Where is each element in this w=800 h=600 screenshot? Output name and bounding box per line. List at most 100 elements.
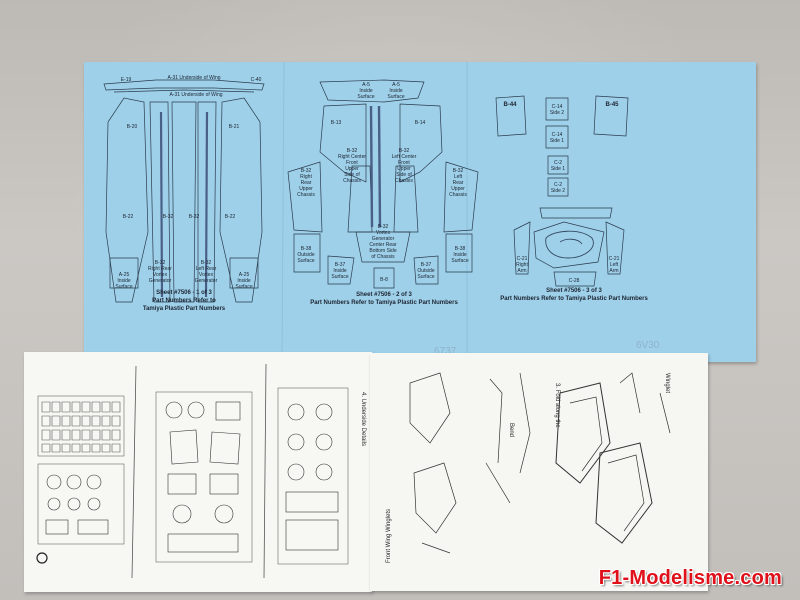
svg-text:Inside: Inside: [333, 268, 347, 274]
label-right-rear-upper: B-32 Right Rear Upper Chassis: [297, 168, 315, 198]
svg-text:Center Rear: Center Rear: [369, 242, 397, 248]
panel-1-outlines: [103, 79, 265, 303]
svg-text:B-32: B-32: [399, 148, 410, 154]
label-b45: B-45: [605, 102, 619, 108]
svg-text:B-32: B-32: [301, 168, 312, 174]
svg-text:Outside: Outside: [417, 268, 434, 274]
svg-text:Upper: Upper: [345, 166, 359, 172]
label-b32-right: B-32: [189, 214, 200, 220]
panel-1-stripe-right: [204, 111, 209, 298]
svg-text:B-32: B-32: [378, 224, 389, 230]
svg-text:Vortex: Vortex: [153, 272, 168, 278]
svg-text:B-37: B-37: [335, 262, 346, 268]
svg-text:Side 1: Side 1: [551, 166, 565, 172]
label-a5-right: A-5 Inside Surface: [387, 82, 404, 100]
svg-text:Inside: Inside: [237, 278, 251, 284]
label-c21-right-arm: C-21 Right Arm: [516, 256, 528, 274]
label-c2-side1: C-2 Side 1: [551, 160, 565, 172]
instruction-sheet: Front Wing Winglets Bend 3. Fold along t…: [370, 353, 708, 591]
instruction-caption-fold: 3. Fold along the: [554, 383, 560, 428]
label-left-center-front: B-32 Left Center Front Upper Side of Cha…: [392, 148, 417, 184]
svg-text:Part Numbers Refer to Tamiya P: Part Numbers Refer to Tamiya Plastic Par…: [500, 296, 648, 302]
label-c40: C-40: [251, 77, 262, 83]
label-a5-left: A-5 Inside Surface: [357, 82, 374, 100]
label-b37-left: B-37 Inside Surface: [331, 262, 348, 280]
label-c14-side1: C-14 Side 1: [550, 132, 564, 144]
svg-text:B-38: B-38: [455, 246, 466, 252]
svg-text:C-2: C-2: [554, 182, 562, 188]
svg-text:Chassis: Chassis: [449, 192, 467, 198]
svg-text:A-5: A-5: [362, 82, 370, 88]
svg-text:Upper: Upper: [397, 166, 411, 172]
svg-text:C-21: C-21: [517, 256, 528, 262]
label-b44: B-44: [503, 102, 517, 108]
svg-text:Side 1: Side 1: [550, 138, 564, 144]
panel-2-outlines: [287, 79, 479, 289]
label-c28: C-28: [569, 278, 580, 284]
panel-3-outlines: [495, 95, 629, 287]
svg-text:Right Center: Right Center: [338, 154, 366, 160]
svg-text:Upper: Upper: [299, 186, 313, 192]
svg-text:Vortex: Vortex: [199, 272, 214, 278]
svg-text:Surface: Surface: [357, 94, 374, 100]
svg-text:Arm: Arm: [609, 268, 618, 274]
pencil-mark-right: 6V30: [636, 340, 660, 351]
svg-text:Surface: Surface: [331, 274, 348, 280]
blue-sheet-drawing: E-19 A-31 Underside of Wing A-31 Undersi…: [103, 61, 660, 363]
sheet-3-footer: Sheet #7506 - 3 of 3 Part Numbers Refer …: [500, 288, 648, 302]
label-a25-right: A-25 Inside Surface: [235, 272, 252, 290]
svg-text:Side of: Side of: [344, 172, 360, 178]
svg-text:A-25: A-25: [119, 272, 130, 278]
svg-text:Inside: Inside: [389, 88, 403, 94]
svg-text:Inside: Inside: [117, 278, 131, 284]
svg-text:B-32: B-32: [201, 260, 212, 266]
svg-text:B-32: B-32: [453, 168, 464, 174]
svg-text:Side 2: Side 2: [550, 110, 564, 116]
instruction-caption-winglet: Winglet: [664, 373, 670, 393]
svg-text:Arm: Arm: [517, 268, 526, 274]
instruction-heading-winglets: Front Wing Winglets: [386, 509, 392, 563]
svg-text:Left Center: Left Center: [392, 154, 417, 160]
svg-text:Bottom Side: Bottom Side: [369, 248, 396, 254]
svg-text:of Chassis: of Chassis: [371, 254, 395, 260]
svg-text:Surface: Surface: [387, 94, 404, 100]
label-b22-right: B-22: [225, 214, 236, 220]
label-b20: B-20: [127, 124, 138, 130]
label-right-rear-vortex: B-32 Right Rear Vortex Generator: [148, 260, 172, 284]
svg-text:Left: Left: [454, 174, 463, 180]
svg-text:B-32: B-32: [347, 148, 358, 154]
svg-text:B-32: B-32: [155, 260, 166, 266]
svg-text:C-14: C-14: [552, 132, 563, 138]
svg-text:Vortex: Vortex: [376, 230, 391, 236]
panel-2-stripe-right: [377, 105, 382, 228]
svg-text:Inside: Inside: [359, 88, 373, 94]
svg-text:Surface: Surface: [417, 274, 434, 280]
watermark-logo: F1-Modelisme.com: [598, 567, 782, 589]
svg-text:Right: Right: [516, 262, 528, 268]
svg-text:Side of: Side of: [396, 172, 412, 178]
photo-etch-sheet: 4. Underside Details: [24, 352, 372, 592]
label-b21: B-21: [229, 124, 240, 130]
blue-template-sheet: E-19 A-31 Underside of Wing A-31 Undersi…: [84, 61, 756, 363]
label-a25-left: A-25 Inside Surface: [115, 272, 132, 290]
svg-text:Rear: Rear: [301, 180, 312, 186]
svg-text:B-38: B-38: [301, 246, 312, 252]
svg-text:Sheet #7506 - 2 of 3: Sheet #7506 - 2 of 3: [356, 292, 412, 298]
svg-text:Sheet #7506 - 1 of 3: Sheet #7506 - 1 of 3: [156, 290, 212, 296]
label-b14: B-14: [415, 120, 426, 126]
svg-text:A-5: A-5: [392, 82, 400, 88]
svg-text:Rear: Rear: [453, 180, 464, 186]
svg-text:Inside: Inside: [453, 252, 467, 258]
svg-text:Surface: Surface: [235, 284, 252, 290]
svg-text:Front: Front: [346, 160, 358, 166]
instruction-drawing: Front Wing Winglets Bend 3. Fold along t…: [386, 372, 671, 563]
label-b32-left: B-32: [163, 214, 174, 220]
svg-text:Chassis: Chassis: [297, 192, 315, 198]
label-b8: B-8: [380, 277, 388, 283]
svg-text:Outside: Outside: [297, 252, 314, 258]
svg-text:Generator: Generator: [372, 236, 395, 242]
label-b13: B-13: [331, 120, 342, 126]
svg-text:Surface: Surface: [297, 258, 314, 264]
photo-etch-drawing: 4. Underside Details: [36, 363, 366, 579]
svg-text:Left: Left: [610, 262, 619, 268]
